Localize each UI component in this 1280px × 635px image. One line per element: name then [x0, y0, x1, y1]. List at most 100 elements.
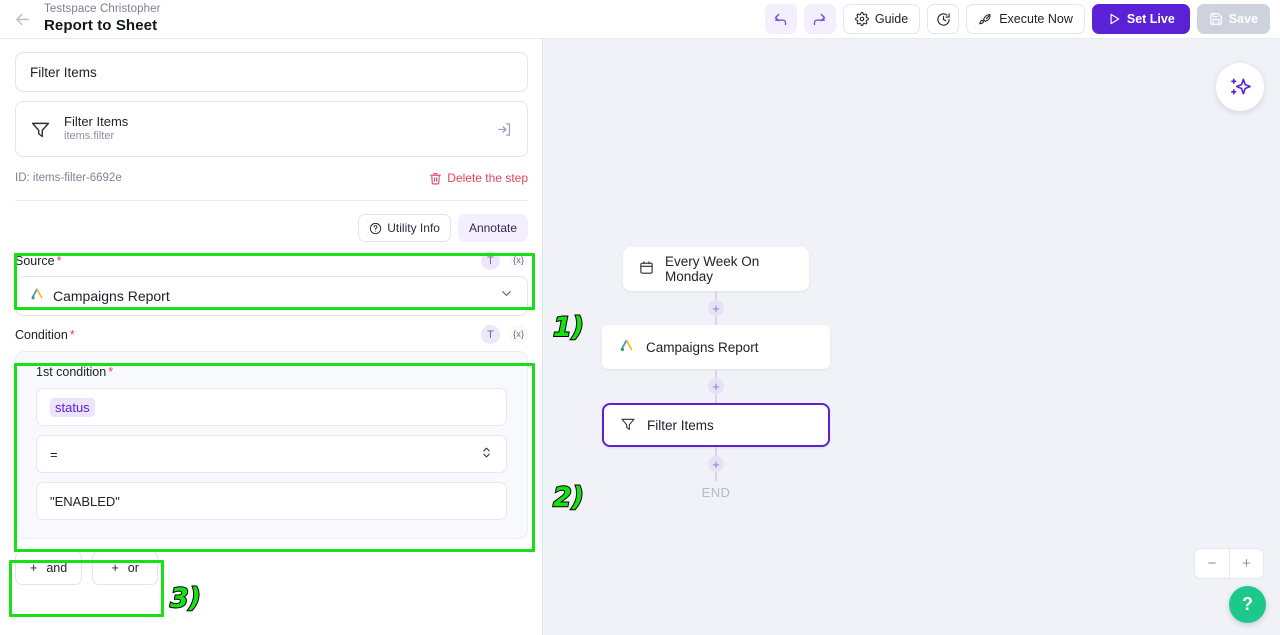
flow-node-trigger[interactable]: Every Week On Monday	[623, 247, 809, 291]
utility-info-label: Utility Info	[387, 221, 440, 235]
variable-mode-icon[interactable]: {x}	[509, 251, 528, 270]
redo-button[interactable]	[803, 4, 836, 34]
guide-button[interactable]: Guide	[842, 4, 921, 34]
app-header: Testspace Christopher Report to Sheet Gu…	[0, 0, 1280, 38]
sparkle-ai-icon	[1230, 78, 1251, 95]
connector-line	[715, 369, 717, 378]
annotate-button[interactable]: Annotate	[457, 214, 528, 242]
condition-operator-select[interactable]: =	[36, 435, 507, 473]
chevron-updown-icon	[480, 446, 493, 462]
variable-mode-icon[interactable]: {x}	[509, 325, 528, 344]
calendar-icon	[639, 260, 654, 278]
flow-node-filter-items[interactable]: Filter Items	[602, 403, 830, 447]
connector-line	[715, 394, 717, 403]
flow-connector-3: +	[708, 447, 724, 481]
zoom-controls: − +	[1194, 548, 1264, 579]
ai-assistant-button[interactable]	[1216, 63, 1264, 111]
first-condition-required-marker: *	[108, 365, 114, 379]
redo-icon	[814, 13, 826, 25]
source-select[interactable]: Campaigns Report	[15, 276, 528, 316]
condition-label-icons: T {x}	[481, 325, 528, 344]
flow-connector-1: +	[708, 291, 724, 325]
page-title: Report to Sheet	[44, 17, 158, 35]
flow-canvas[interactable]: 1) 2) Every Week On Monday +	[543, 38, 1280, 635]
add-and-button[interactable]: + and	[15, 551, 83, 585]
set-live-label: Set Live	[1126, 12, 1175, 26]
add-step-button[interactable]: +	[708, 378, 724, 394]
zoom-in-button[interactable]: +	[1229, 549, 1263, 578]
enter-arrow-icon[interactable]	[496, 121, 513, 138]
zoom-out-button[interactable]: −	[1207, 555, 1217, 572]
help-button[interactable]: ?	[1229, 586, 1266, 623]
step-type-subtitle: items.filter	[64, 130, 115, 143]
condition-operator-value: =	[50, 446, 58, 462]
chevron-down-icon	[499, 286, 514, 306]
plus-icon: +	[111, 561, 119, 575]
step-type-text: Filter Items items.filter	[64, 114, 128, 144]
source-value: Campaigns Report	[53, 288, 170, 304]
text-mode-icon[interactable]: T	[481, 251, 500, 270]
delete-step-button[interactable]: Delete the step	[429, 171, 528, 185]
play-icon	[1110, 13, 1120, 25]
source-label-row: Source* T {x}	[15, 251, 528, 270]
source-label-icons: T {x}	[481, 251, 528, 270]
annotation-number-2: 2)	[552, 482, 585, 513]
google-ads-icon	[29, 286, 45, 307]
first-condition-text: 1st condition	[36, 365, 107, 379]
rocket-icon	[979, 13, 991, 24]
condition-label: Condition	[15, 327, 68, 342]
connector-line	[715, 291, 717, 300]
divider	[15, 200, 528, 201]
flow-node-label: Campaigns Report	[646, 339, 759, 355]
trash-icon	[430, 172, 442, 184]
step-config-panel: Filter Items Filter Items items.filter	[0, 38, 543, 635]
annotation-number-1: 1)	[552, 312, 585, 343]
save-disk-icon	[1209, 13, 1222, 25]
step-type-title: Filter Items	[64, 114, 129, 129]
question-circle-icon	[370, 222, 382, 234]
add-step-button[interactable]: +	[708, 456, 724, 472]
delete-step-label: Delete the step	[447, 171, 528, 185]
first-condition-label: 1st condition*	[36, 365, 507, 379]
step-id-text: ID: items-filter-6692e	[15, 172, 122, 184]
back-button[interactable]	[0, 0, 44, 38]
condition-value-input[interactable]: "ENABLED"	[36, 482, 507, 520]
guide-label: Guide	[874, 12, 909, 26]
source-label: Source	[15, 253, 55, 268]
gear-icon	[854, 12, 869, 26]
google-ads-glyph	[31, 287, 43, 299]
flow-diagram: Every Week On Monday + Camp	[601, 247, 831, 500]
set-live-button[interactable]: Set Live	[1091, 4, 1190, 34]
history-clock-icon	[937, 12, 950, 26]
plus-icon: +	[30, 561, 38, 575]
flow-node-label: Every Week On Monday	[665, 254, 760, 284]
condition-label-row: Condition* T {x}	[15, 325, 528, 344]
condition-field-token: status	[50, 397, 95, 417]
header-actions: Guide Execute Now Set Live	[764, 4, 1270, 34]
filter-funnel-icon	[620, 416, 636, 435]
execute-now-button[interactable]: Execute Now	[966, 4, 1085, 34]
execute-now-label: Execute Now	[999, 12, 1073, 26]
flow-end-label: END	[701, 485, 731, 500]
add-and-label: and	[46, 561, 68, 575]
step-name-input[interactable]: Filter Items	[15, 52, 528, 92]
add-step-button[interactable]: +	[708, 300, 724, 316]
add-or-label: or	[127, 561, 139, 575]
flow-node-campaigns-report[interactable]: Campaigns Report	[602, 325, 830, 369]
history-button[interactable]	[927, 4, 960, 34]
source-required-marker: *	[56, 253, 62, 268]
add-or-button[interactable]: + or	[92, 551, 159, 585]
undo-button[interactable]	[764, 4, 797, 34]
id-row: ID: items-filter-6692e Delete the step	[15, 171, 528, 185]
step-type-card[interactable]: Filter Items items.filter	[15, 101, 528, 157]
breadcrumb: Testspace Christopher	[44, 3, 161, 16]
connector-line	[715, 316, 717, 325]
tool-row: Utility Info Annotate	[15, 214, 528, 242]
text-mode-icon[interactable]: T	[481, 325, 500, 344]
condition-field-input[interactable]: status	[36, 388, 507, 426]
utility-info-button[interactable]: Utility Info	[358, 214, 451, 242]
title-block: Testspace Christopher Report to Sheet	[44, 3, 161, 34]
flow-node-label: Filter Items	[647, 417, 714, 433]
save-label: Save	[1228, 12, 1258, 26]
